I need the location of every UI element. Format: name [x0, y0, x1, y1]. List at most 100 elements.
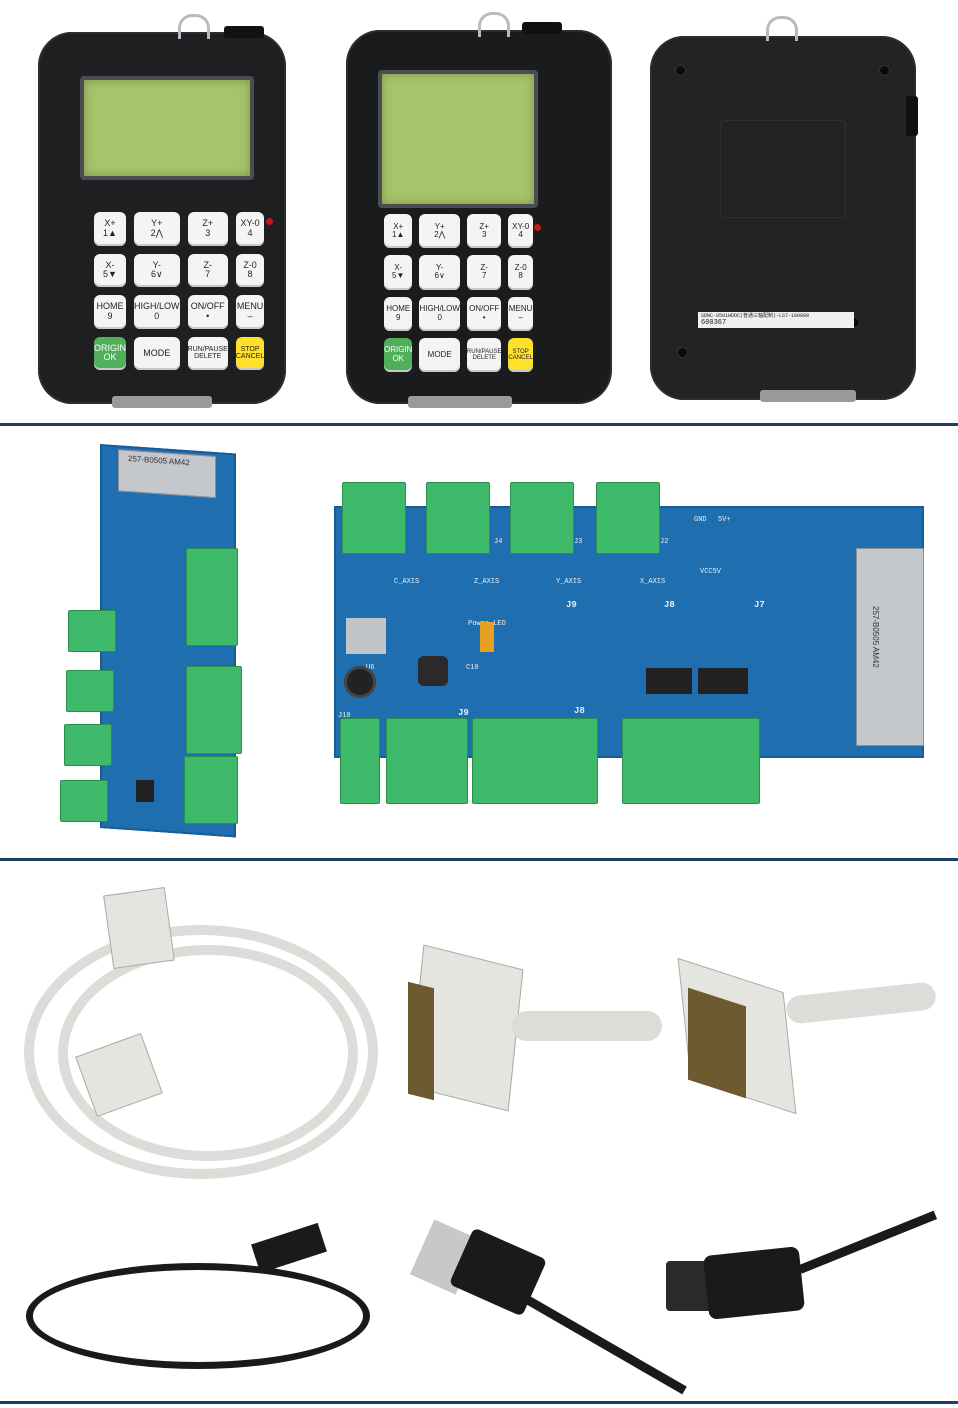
ic-chip — [136, 780, 154, 802]
pendant-key[interactable]: ORIGIN OK — [384, 337, 413, 372]
pendant-key[interactable]: Y- 6∨ — [134, 253, 180, 287]
pendant-key[interactable]: Y+ 2⋀ — [134, 212, 180, 246]
silk-z-axis: Z_AXIS — [474, 578, 500, 586]
electrolytic-capacitor — [344, 666, 376, 698]
ic-chip — [646, 668, 692, 694]
grey-db-cable-coil — [58, 945, 358, 1161]
pendant-key[interactable]: X+ 1▲ — [384, 214, 413, 249]
usb-b-housing — [702, 1246, 806, 1320]
product-label-serial: 600367 — [701, 319, 727, 327]
silk-vcc5v: VCC5V — [700, 568, 722, 576]
pendant-key[interactable]: STOP CANCEL — [235, 336, 265, 370]
silk-j4: J4 — [494, 538, 503, 546]
pendant-key[interactable]: HOME 9 — [94, 295, 127, 329]
pendant-key[interactable]: Y- 6∨ — [419, 255, 460, 290]
pendant-cap — [522, 22, 562, 34]
grey-cable — [512, 1011, 662, 1041]
section-divider — [0, 423, 958, 426]
section-divider — [0, 1401, 958, 1404]
pendant-key[interactable]: XY-0 4 — [508, 214, 533, 249]
silk-x-axis: X_AXIS — [640, 578, 666, 586]
db-pins — [408, 981, 434, 1101]
pendant-key[interactable]: X- 5▼ — [384, 255, 413, 290]
terminal-block — [186, 666, 242, 754]
pendant-key[interactable]: HOME 9 — [384, 296, 413, 331]
pendant-key[interactable]: HIGH/LOW 0 — [419, 296, 460, 331]
pendant-key[interactable]: Y+ 2⋀ — [419, 214, 460, 249]
pendant-key[interactable]: Z-0 8 — [508, 255, 533, 290]
pendant-cap — [906, 96, 918, 136]
pendant-key[interactable]: STOP CANCEL — [508, 337, 533, 372]
silk-c10: C10 — [466, 664, 479, 672]
silk-j9-bottom: J9 — [458, 708, 469, 718]
grey-db-cable-coil — [24, 925, 378, 1179]
section-divider — [0, 858, 958, 861]
db-connector — [408, 396, 512, 408]
pendant-key[interactable]: ON/OFF • — [187, 295, 228, 329]
pendant-hook — [478, 12, 510, 37]
pendant-key[interactable]: X+ 1▲ — [94, 212, 127, 246]
terminal-block — [60, 780, 108, 822]
usb-cable — [798, 1210, 938, 1274]
battery-cover — [720, 120, 846, 218]
silk-j8: J8 — [664, 600, 675, 610]
pendant-key[interactable]: MENU – — [235, 295, 265, 329]
pendant-key[interactable]: Z+ 3 — [187, 212, 228, 246]
status-led — [266, 218, 273, 225]
cable-section — [0, 861, 958, 1400]
pendant-key[interactable]: MENU – — [508, 296, 533, 331]
silk-j7: J7 — [754, 600, 765, 610]
usb-cable-coil — [26, 1263, 370, 1369]
pendant-key[interactable]: RUN/PAUSE DELETE — [466, 337, 502, 372]
silk-u6: U6 — [366, 664, 375, 672]
terminal-block — [340, 718, 380, 804]
screw — [850, 318, 859, 327]
voltage-regulator — [346, 618, 386, 654]
terminal-block — [184, 756, 238, 824]
terminal-block — [622, 718, 760, 804]
pendant-key[interactable]: HIGH/LOW 0 — [134, 295, 180, 329]
inductor — [418, 656, 448, 686]
pendant-lcd-screen — [80, 76, 254, 180]
ic-chip — [698, 668, 748, 694]
status-led — [534, 224, 541, 231]
pendant-lcd-screen — [378, 70, 538, 208]
pendant-key[interactable]: MODE — [419, 337, 460, 372]
pendant-cap — [224, 26, 264, 38]
terminal-block — [472, 718, 598, 804]
pendant-back: SDNC-0501HDDC(普通三轴配制)-LS7-100088 600367 — [650, 16, 918, 402]
pendant-key[interactable]: MODE — [134, 336, 180, 370]
silk-5v: 5V+ — [718, 516, 731, 524]
pendant-hook — [178, 14, 210, 39]
board-section: 257-B0505 AM42 J5 J4 J3 J2 GND 5V+ VCC5V… — [0, 426, 958, 858]
terminal-block — [342, 482, 406, 554]
pendant-key[interactable]: Z+ 3 — [466, 214, 502, 249]
board-db-connector — [856, 548, 924, 746]
pendant-key[interactable]: Z- 7 — [187, 253, 228, 287]
pendant-key[interactable]: RUN/PAUSE DELETE — [187, 336, 228, 370]
terminal-block — [386, 718, 468, 804]
product-label: SDNC-0501HDDC(普通三轴配制)-LS7-100088 600367 — [698, 312, 854, 329]
silk-j2: J2 — [660, 538, 669, 546]
pendant-key[interactable]: ORIGIN OK — [94, 336, 127, 370]
product-label-model: SDNC-0501HDDC(普通三轴配制)-LS7-100088 — [701, 313, 810, 319]
screw — [678, 348, 687, 357]
pendant-key[interactable]: XY-0 4 — [235, 212, 265, 246]
silk-gnd: GND — [694, 516, 707, 524]
silk-j3: J3 — [574, 538, 583, 546]
silk-c-axis: C_AXIS — [394, 578, 420, 586]
db-plug — [103, 887, 175, 969]
pendant-key[interactable]: Z-0 8 — [235, 253, 265, 287]
silk-j8-bottom: J8 — [574, 706, 585, 716]
pendant-key[interactable]: X- 5▼ — [94, 253, 127, 287]
pendant-key[interactable]: Z- 7 — [466, 255, 502, 290]
screw — [880, 66, 889, 75]
pendant-key[interactable]: ON/OFF • — [466, 296, 502, 331]
terminal-block — [426, 482, 490, 554]
silk-j9: J9 — [566, 600, 577, 610]
pendant-hook — [766, 16, 798, 41]
